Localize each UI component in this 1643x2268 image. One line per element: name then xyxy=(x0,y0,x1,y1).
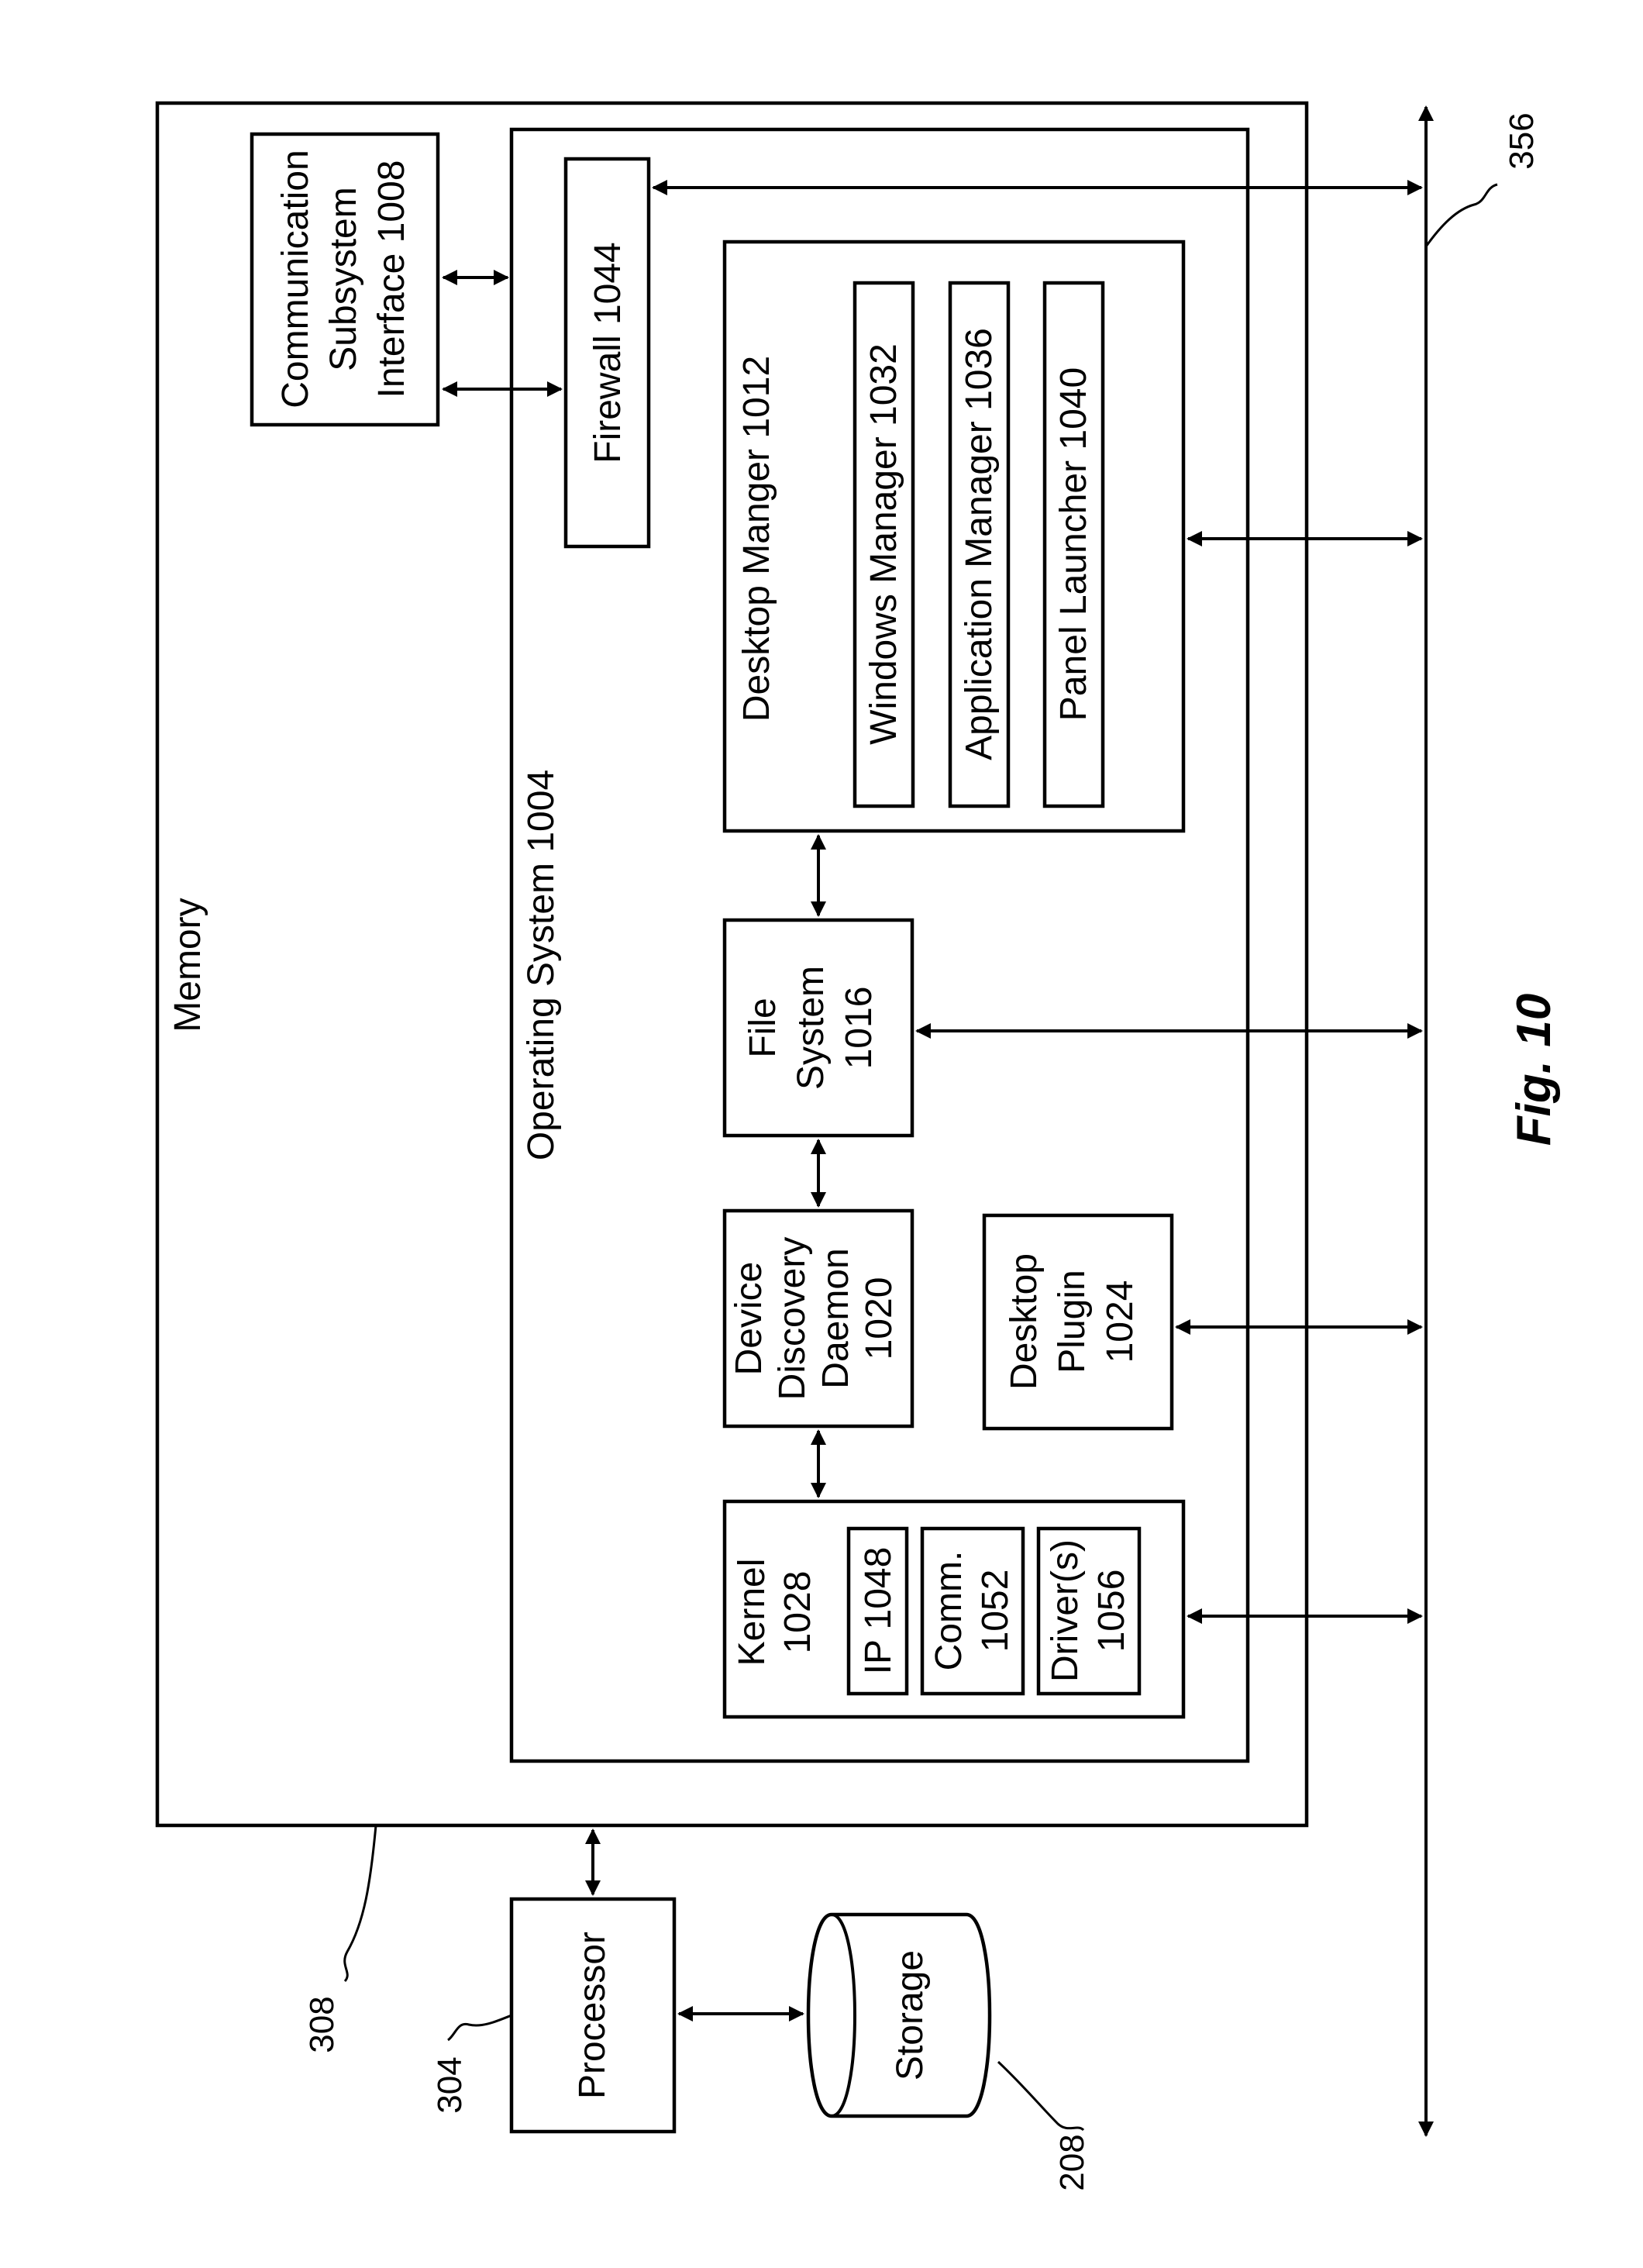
ip-box xyxy=(846,1526,909,1696)
operating-system-label: Operating System 1004 xyxy=(521,770,562,1160)
firewall-box xyxy=(563,157,651,549)
windows-manager-box xyxy=(852,281,915,808)
application-manager-label: Application Manager 1036 xyxy=(959,328,1000,760)
storage-cylinder xyxy=(806,1912,992,2118)
panel-launcher-label: Panel Launcher 1040 xyxy=(1053,367,1094,721)
device-discovery-daemon-box xyxy=(722,1208,914,1429)
desktop-plugin-line2: Plugin xyxy=(1052,1270,1093,1373)
device-discovery-line4: 1020 xyxy=(859,1277,900,1360)
panel-launcher-box xyxy=(1042,281,1105,808)
bus-ref-leader xyxy=(1424,183,1498,247)
bus-ref: 356 xyxy=(1503,112,1541,169)
figure-label: Fig. 10 xyxy=(1507,994,1561,1146)
memory-ref-leader xyxy=(343,1825,377,1983)
processor-label: Processor xyxy=(572,1932,613,2099)
file-system-line1: File xyxy=(742,998,784,1057)
device-discovery-line1: Device xyxy=(728,1262,770,1376)
file-system-box xyxy=(722,918,914,1138)
desktop-plugin-box xyxy=(982,1213,1174,1431)
kernel-line1: Kernel xyxy=(732,1559,773,1667)
ip-label: IP 1048 xyxy=(858,1547,899,1675)
storage-ref: 208 xyxy=(1053,2134,1091,2190)
comm-subsystem-line1: Communication xyxy=(275,150,316,408)
drivers-line1: Driver(s) xyxy=(1045,1539,1086,1682)
desktop-plugin-line3: 1024 xyxy=(1100,1280,1141,1363)
firewall-label: Firewall 1044 xyxy=(587,242,629,463)
device-discovery-line3: Daemon xyxy=(815,1248,856,1388)
storage-ref-leader xyxy=(997,2060,1085,2132)
storage-label: Storage xyxy=(890,1950,931,2080)
comm-subsystem-line2: Subsystem xyxy=(323,187,364,371)
processor-ref: 304 xyxy=(431,2056,469,2113)
comm-box xyxy=(920,1526,1025,1696)
comm-subsystem-line3: Interface 1008 xyxy=(371,160,412,398)
application-manager-box xyxy=(948,281,1011,808)
memory-ref: 308 xyxy=(303,1996,341,2053)
comm-line1: Comm. xyxy=(928,1551,970,1671)
windows-manager-label: Windows Manager 1032 xyxy=(863,343,904,745)
desktop-plugin-line1: Desktop xyxy=(1004,1253,1045,1390)
processor-box xyxy=(509,1897,677,2134)
desktop-manager-label: Desktop Manger 1012 xyxy=(736,356,777,722)
comm-subsystem-interface-box xyxy=(250,132,440,427)
kernel-line2: 1028 xyxy=(777,1571,818,1654)
drivers-line2: 1056 xyxy=(1091,1570,1132,1653)
comm-line2: 1052 xyxy=(975,1570,1016,1653)
memory-label: Memory xyxy=(167,898,208,1032)
file-system-line2: System xyxy=(790,966,832,1090)
device-discovery-line2: Discovery xyxy=(772,1237,813,1401)
drivers-box xyxy=(1036,1526,1142,1696)
file-system-line3: 1016 xyxy=(839,987,880,1070)
processor-ref-leader xyxy=(447,2014,512,2042)
